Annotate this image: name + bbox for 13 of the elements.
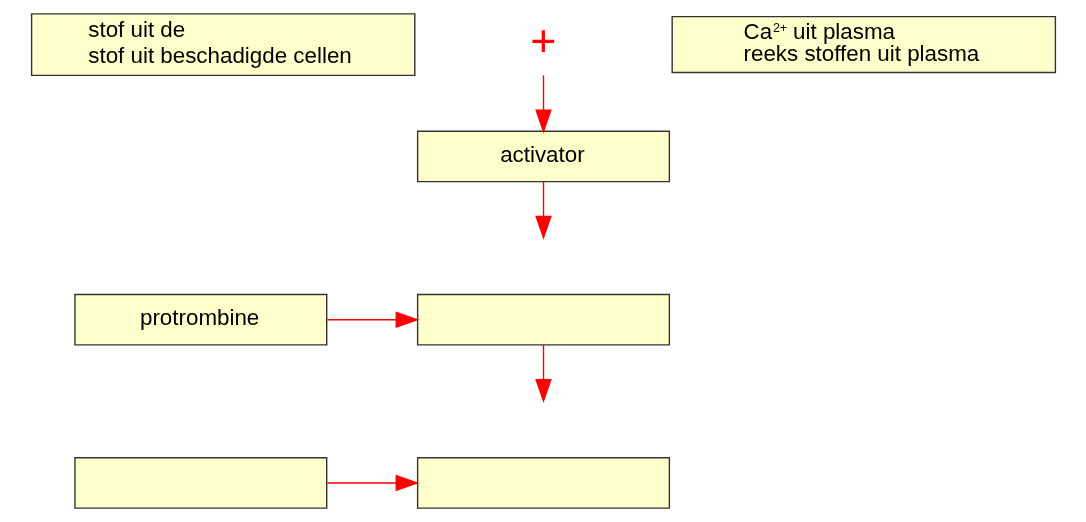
node-box: stof uit de stof uit beschadigde cellen — [30, 13, 415, 77]
arrow — [326, 311, 419, 329]
node-text: + — [529, 14, 556, 65]
node-box: activator — [416, 130, 670, 183]
node-box — [416, 457, 670, 509]
node-box: protrombine — [73, 293, 327, 346]
node-box — [416, 293, 670, 346]
arrow — [534, 181, 552, 240]
node-box — [73, 457, 327, 509]
arrow — [326, 474, 419, 492]
node-box: Ca$^{2+}$ uit plasma reeks stoffen uit plasma — [670, 15, 1056, 74]
arrow — [534, 344, 552, 403]
arrow — [534, 74, 552, 134]
